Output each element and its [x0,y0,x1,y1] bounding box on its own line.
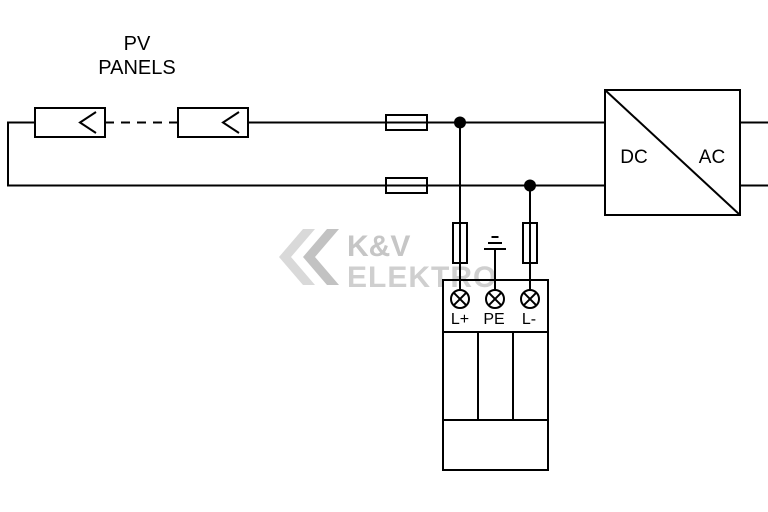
fuse-symbol [452,222,468,264]
pv-module-arrow-icon [78,111,97,134]
terminal-circle [520,289,540,309]
pv-module-arrow-icon [221,111,240,134]
terminal-label-l-minus: L- [522,311,536,328]
spd-body [442,279,549,471]
watermark-line2: ELEKTRO [347,261,497,294]
fuse-symbol [385,177,428,194]
terminal-icon [485,289,505,309]
spd-device: L+ PE L- [442,279,549,471]
terminal-label-pe: PE [483,311,504,328]
fuse-symbol [522,222,538,264]
pv-module-symbol [177,107,249,138]
watermark: K&V ELEKTRO [279,229,497,294]
watermark-logo-chevron-icon [279,229,315,285]
inverter-body [604,89,741,216]
pv-module-symbol [34,107,106,138]
watermark-logo-chevron-icon [303,229,339,285]
pv-panels-label: PV PANELS [98,33,175,79]
terminal-icon [450,289,470,309]
terminal-cross [487,291,503,307]
terminal-cross [452,291,468,307]
inverter-box: DC AC [604,89,741,216]
terminal-circle [485,289,505,309]
terminal-cross [522,291,538,307]
pv-label-line1: PV [124,33,151,55]
fuse-symbol [385,114,428,131]
inverter-ac-label: AC [699,147,725,168]
ground-icon [484,236,506,290]
terminal-icon [520,289,540,309]
watermark-line1: K&V [347,230,410,263]
terminal-label-l-plus: L+ [451,311,469,328]
negative-conductor-wire [7,121,605,187]
terminal-circle [450,289,470,309]
inverter-dc-label: DC [620,147,647,168]
inverter-diagonal [604,89,741,216]
pv-label-line2: PANELS [98,57,175,79]
